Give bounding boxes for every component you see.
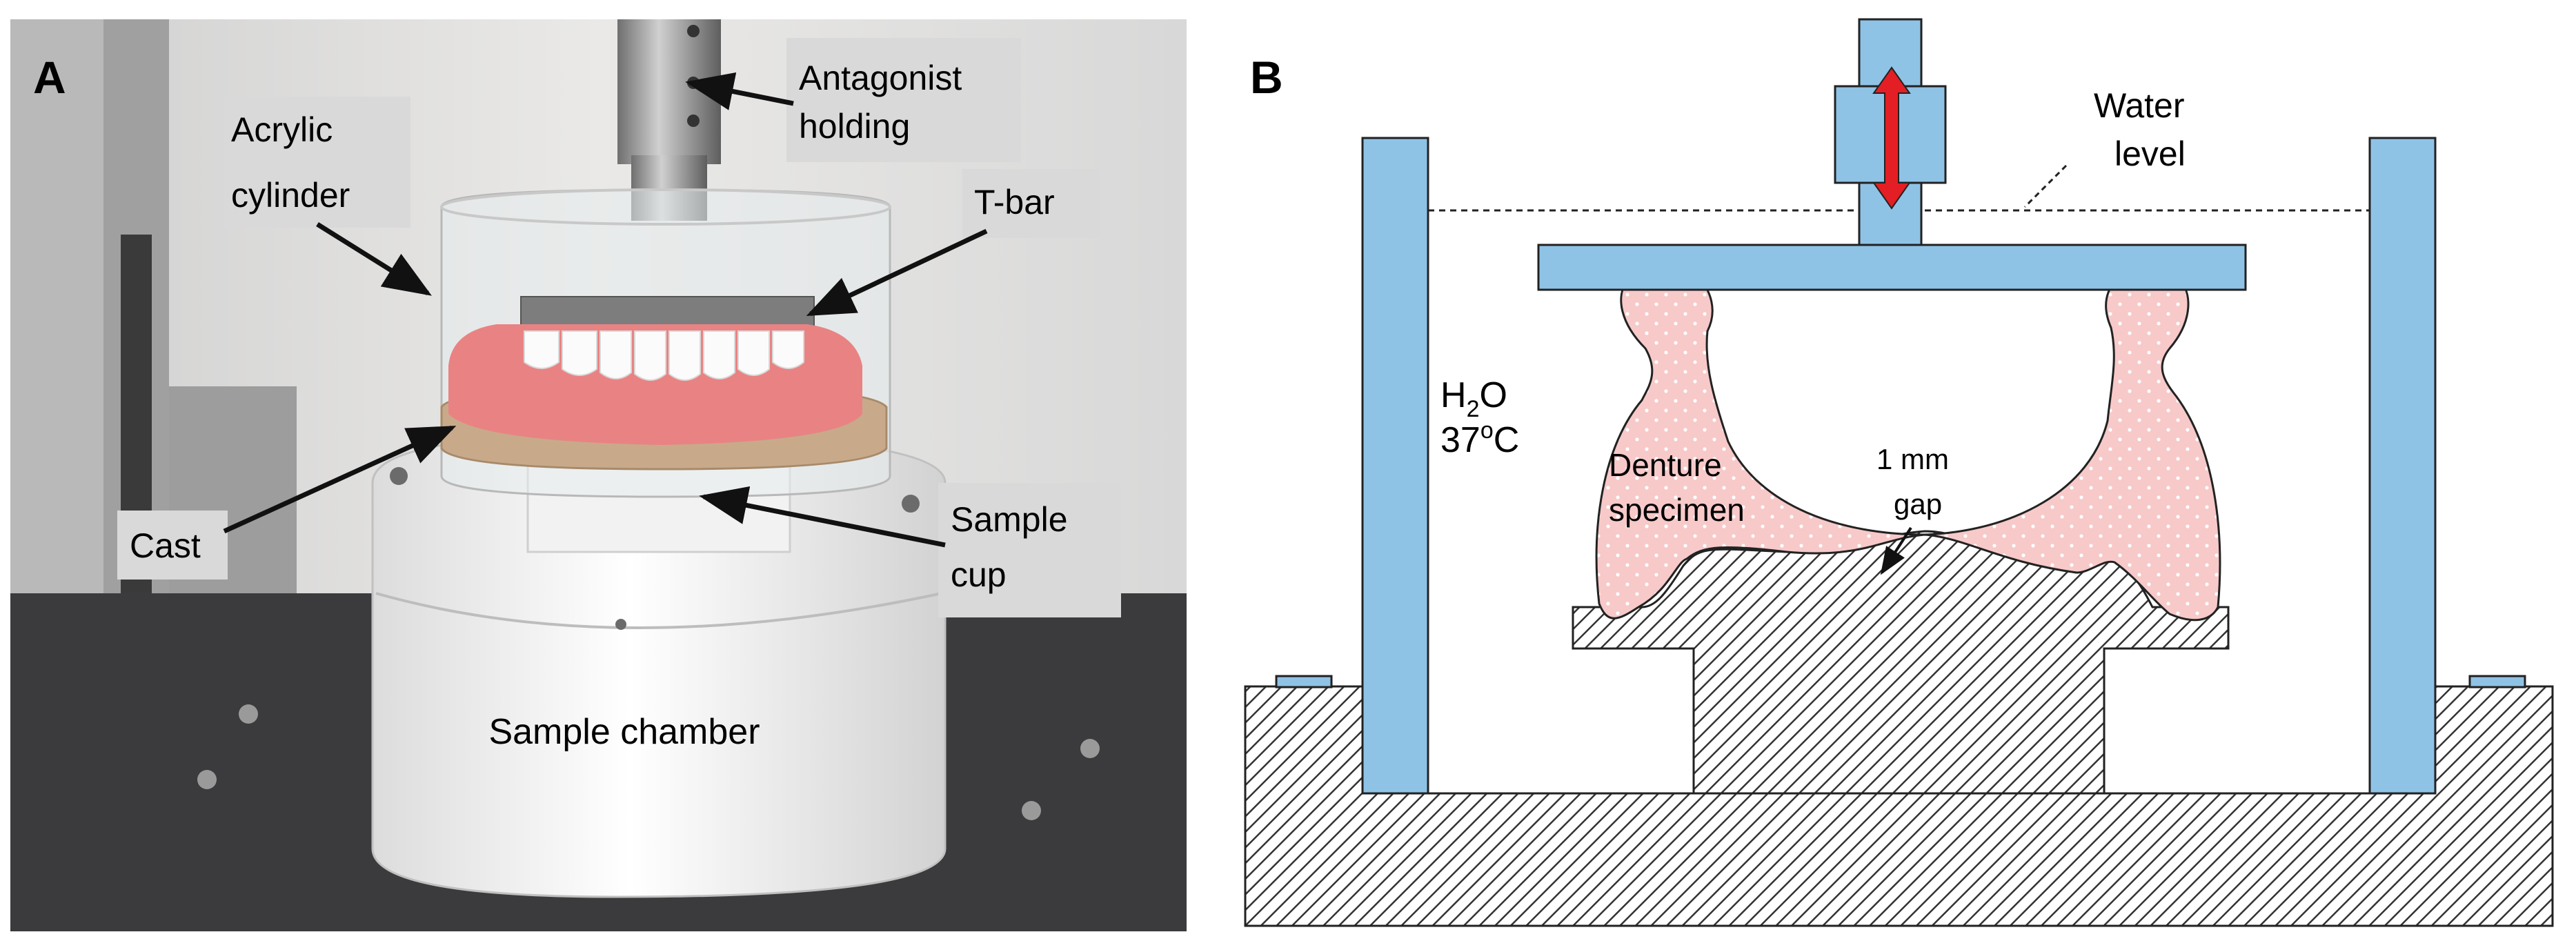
label-cast: Cast bbox=[117, 511, 228, 580]
panel-b-letter: B bbox=[1250, 52, 1283, 103]
water-label-line: Water bbox=[2094, 86, 2185, 125]
load-direction-arrow bbox=[1872, 66, 1911, 210]
t-bar bbox=[520, 296, 815, 328]
label-line: cylinder bbox=[231, 176, 350, 215]
label-box bbox=[962, 169, 1100, 238]
water-level-pointer bbox=[2023, 164, 2068, 208]
gap-label-line: gap bbox=[1894, 488, 1942, 520]
frame-post-left bbox=[1361, 137, 1429, 795]
svg-text:1 mm gap: 1 mm gap bbox=[1876, 443, 1957, 520]
antagonist-rod bbox=[617, 19, 721, 164]
panel-b: B Water level H2O 37oC Denture spec bbox=[1244, 18, 2554, 927]
base-tab-right bbox=[2468, 675, 2526, 689]
label-antagonist-holding: Antagonist holding bbox=[786, 38, 1021, 162]
label-line: T-bar bbox=[974, 183, 1055, 221]
chamber-bolt bbox=[390, 467, 408, 485]
label-line: cup bbox=[951, 555, 1007, 594]
denture-label-line: specimen bbox=[1609, 492, 1745, 528]
t-bar-crossbar bbox=[1537, 244, 2247, 291]
denture-label-line: Denture bbox=[1609, 447, 1722, 483]
svg-text:Acrylic cylinder: Acrylic cylinder bbox=[231, 110, 350, 215]
svg-text:Sample cup: Sample cup bbox=[951, 500, 1077, 594]
label-line: Acrylic bbox=[231, 110, 333, 149]
arrow-cast bbox=[223, 425, 457, 534]
label-sample-chamber: Sample chamber bbox=[488, 712, 760, 752]
arrow-acrylic bbox=[316, 222, 432, 296]
denture-teeth bbox=[524, 330, 804, 381]
temperature-label: 37oC bbox=[1440, 417, 1519, 460]
label-line: holding bbox=[799, 107, 910, 146]
svg-text:Denture specimen: Denture specimen bbox=[1609, 447, 1745, 528]
rod-screw bbox=[687, 115, 700, 127]
gap-label-line: 1 mm bbox=[1876, 443, 1949, 475]
label-line: Sample bbox=[951, 500, 1068, 539]
label-line: Cast bbox=[130, 526, 201, 565]
base-screw bbox=[197, 770, 217, 789]
chamber-bolt bbox=[615, 619, 626, 630]
frame-post-right bbox=[2368, 137, 2437, 795]
water-label-line: level bbox=[2114, 135, 2186, 173]
label-box bbox=[938, 483, 1121, 617]
h2o-label: H2O bbox=[1440, 375, 1507, 422]
cylinder-rim bbox=[440, 188, 891, 226]
svg-text:Water level: Water level bbox=[2094, 86, 2194, 173]
gap-arrow bbox=[1880, 526, 1912, 575]
base-screw bbox=[239, 704, 258, 724]
label-acrylic-cylinder: Acrylic cylinder bbox=[224, 97, 410, 228]
denture-specimen bbox=[1595, 274, 2221, 622]
label-box bbox=[117, 511, 228, 580]
base-tab-left bbox=[1275, 675, 1333, 689]
label-sample-cup: Sample cup bbox=[938, 483, 1121, 617]
panel-a: A Antagonist holding Acrylic cylinder T-… bbox=[10, 19, 1187, 931]
arrow-antagonist bbox=[685, 72, 794, 110]
base-screw bbox=[1080, 739, 1100, 758]
chamber-seam bbox=[375, 592, 942, 629]
svg-text:Antagonist holding: Antagonist holding bbox=[799, 59, 971, 146]
base-screw bbox=[1022, 801, 1041, 820]
label-line: Antagonist bbox=[799, 59, 962, 97]
panel-a-letter: A bbox=[33, 52, 66, 103]
label-box bbox=[786, 38, 1021, 162]
arrow-sample-cup bbox=[699, 486, 946, 548]
chamber-bolt bbox=[902, 495, 920, 513]
label-t-bar: T-bar bbox=[962, 169, 1100, 238]
label-box bbox=[224, 97, 410, 228]
rod-screw bbox=[687, 25, 700, 37]
arrow-t-bar bbox=[806, 228, 988, 317]
